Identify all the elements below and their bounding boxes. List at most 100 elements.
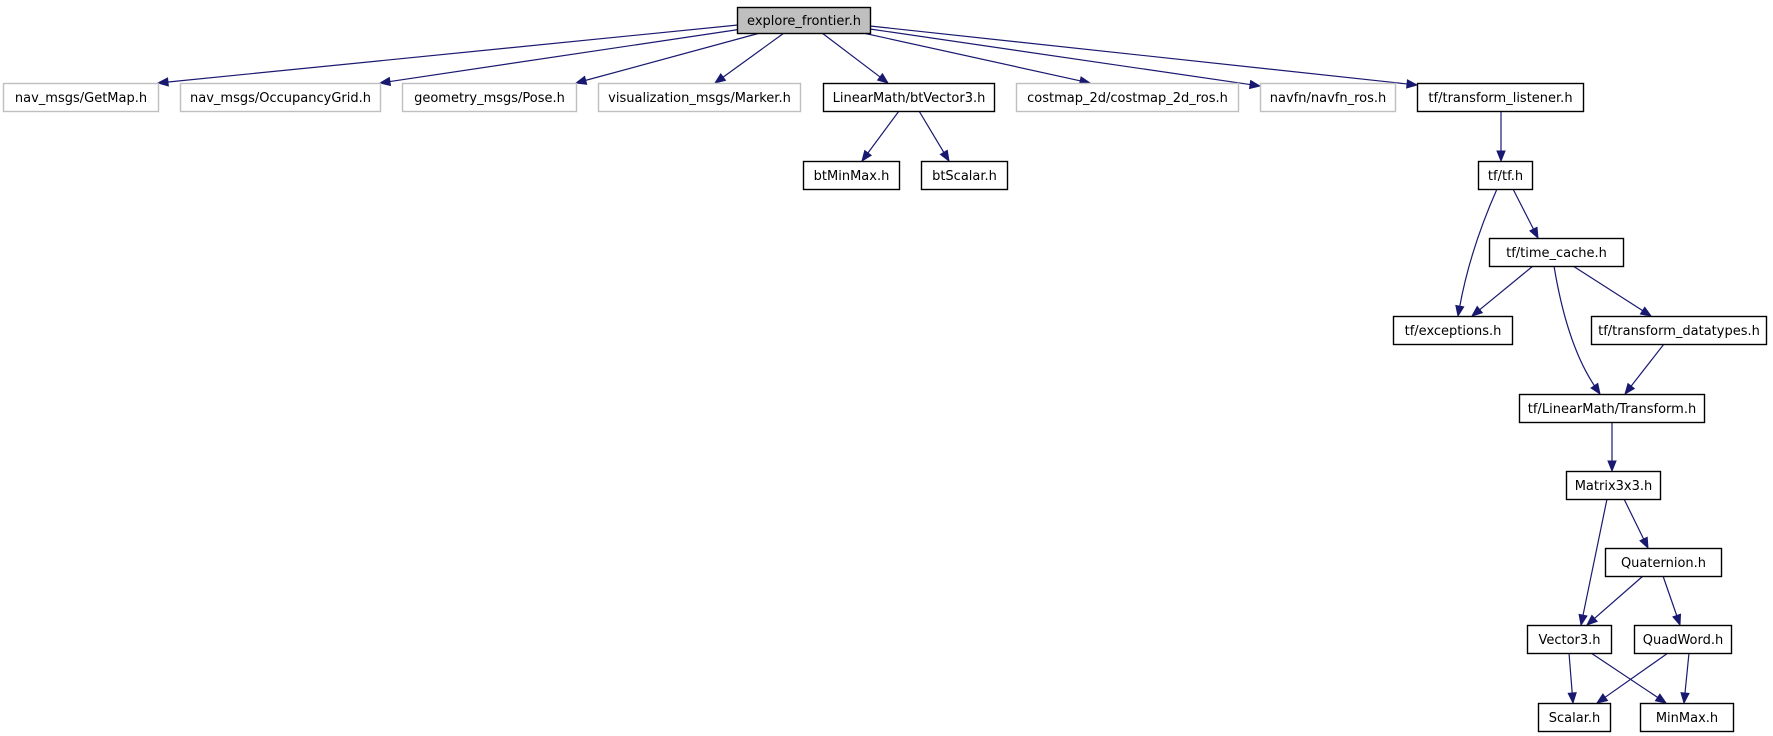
node-getmap: nav_msgs/GetMap.h — [2, 82, 160, 113]
node-box — [1259, 82, 1397, 113]
node-label: Vector3.h — [1538, 633, 1600, 648]
arrowhead-icon — [1406, 79, 1419, 89]
node-box — [1639, 702, 1735, 733]
arrowhead-icon — [1578, 613, 1588, 627]
node-explore-frontier[interactable]: explore_frontier.h — [736, 6, 872, 35]
arrowhead-icon — [156, 77, 169, 87]
edges-layer — [156, 24, 1690, 705]
edge-btvector3-to-btminmax — [861, 110, 900, 163]
arrowhead-icon — [1590, 382, 1601, 396]
node-label: nav_msgs/GetMap.h — [15, 91, 147, 106]
node-timecache[interactable]: tf/time_cache.h — [1488, 237, 1625, 268]
node-label: explore_frontier.h — [747, 14, 861, 29]
arrowhead-icon — [1248, 79, 1262, 90]
arrowhead-icon — [378, 76, 392, 87]
node-quaternion[interactable]: Quaternion.h — [1604, 547, 1723, 578]
edge-line — [721, 32, 785, 79]
edge-line — [1590, 652, 1659, 699]
node-box — [1537, 702, 1612, 733]
edge-line — [1604, 652, 1669, 699]
node-box — [1488, 237, 1625, 268]
edge-tf-to-timecache — [1512, 188, 1539, 240]
edge-tf-to-exceptions — [1455, 188, 1498, 318]
edge-explore_frontier-to-getmap — [156, 24, 739, 87]
edge-vector3-to-scalar — [1567, 652, 1577, 705]
arrowhead-icon — [1654, 693, 1668, 704]
node-scalar[interactable]: Scalar.h — [1537, 702, 1612, 733]
edge-line — [1630, 343, 1665, 388]
arrowhead-icon — [1470, 305, 1484, 317]
arrowhead-icon — [1567, 692, 1577, 705]
node-label: tf/time_cache.h — [1506, 246, 1607, 261]
edge-quaternion-to-vector3 — [1585, 575, 1644, 626]
node-btvector3[interactable]: LinearMath/btVector3.h — [822, 82, 996, 113]
node-box — [597, 82, 802, 113]
arrowhead-icon — [1639, 306, 1653, 317]
node-occgrid: nav_msgs/OccupancyGrid.h — [179, 82, 382, 113]
edge-explore_frontier-to-btvector3 — [821, 32, 890, 84]
edge-line — [1459, 188, 1498, 308]
edge-line — [1684, 652, 1690, 695]
node-minmax[interactable]: MinMax.h — [1639, 702, 1735, 733]
node-costmap: costmap_2d/costmap_2d_ros.h — [1015, 82, 1240, 113]
arrowhead-icon — [876, 72, 890, 84]
edge-line — [1478, 265, 1534, 311]
node-box — [802, 160, 901, 191]
node-label: visualization_msgs/Marker.h — [608, 91, 791, 106]
edge-line — [1572, 265, 1644, 312]
node-tf[interactable]: tf/tf.h — [1477, 160, 1534, 191]
node-pose: geometry_msgs/Pose.h — [401, 82, 578, 113]
node-box — [1565, 470, 1662, 501]
edge-line — [821, 32, 882, 79]
edge-transform-to-matrix — [1607, 422, 1617, 473]
node-label: Scalar.h — [1549, 711, 1600, 726]
node-transform[interactable]: tf/LinearMath/Transform.h — [1518, 393, 1706, 424]
node-label: tf/LinearMath/Transform.h — [1528, 402, 1696, 417]
node-label: QuadWord.h — [1643, 633, 1723, 648]
node-label: btMinMax.h — [814, 169, 890, 184]
node-btminmax[interactable]: btMinMax.h — [802, 160, 901, 191]
arrowhead-icon — [574, 75, 588, 85]
edge-line — [866, 110, 900, 155]
node-btscalar[interactable]: btScalar.h — [920, 160, 1009, 191]
node-tflistener[interactable]: tf/transform_listener.h — [1416, 82, 1585, 113]
arrowhead-icon — [1585, 614, 1599, 626]
node-vector3[interactable]: Vector3.h — [1526, 624, 1613, 655]
node-label: costmap_2d/costmap_2d_ros.h — [1027, 91, 1228, 106]
node-label: tf/tf.h — [1488, 169, 1523, 184]
node-label: LinearMath/btVector3.h — [833, 91, 986, 106]
edge-line — [1593, 575, 1644, 620]
edge-explore_frontier-to-marker — [713, 32, 785, 84]
node-box — [1604, 547, 1723, 578]
node-box — [1477, 160, 1534, 191]
node-exceptions[interactable]: tf/exceptions.h — [1392, 315, 1514, 346]
edge-timecache-to-datatypes — [1572, 265, 1653, 317]
edge-quadword-to-scalar — [1595, 652, 1669, 704]
edge-line — [1582, 498, 1608, 617]
arrowhead-icon — [1607, 460, 1617, 473]
edge-explore_frontier-to-occgrid — [378, 28, 743, 87]
edge-explore_frontier-to-pose — [574, 32, 761, 85]
arrowhead-icon — [1639, 536, 1649, 550]
node-matrix[interactable]: Matrix3x3.h — [1565, 470, 1662, 501]
arrowhead-icon — [939, 149, 950, 163]
edge-explore_frontier-to-costmap — [862, 32, 1092, 86]
node-box — [1392, 315, 1514, 346]
node-label: navfn/navfn_ros.h — [1270, 91, 1386, 106]
node-label: tf/transform_listener.h — [1428, 91, 1572, 106]
edge-quaternion-to-quadword — [1662, 575, 1682, 627]
node-datatypes[interactable]: tf/transform_datatypes.h — [1590, 315, 1768, 346]
node-box — [1015, 82, 1240, 113]
edge-line — [1662, 575, 1678, 617]
arrowhead-icon — [861, 149, 873, 163]
node-box — [736, 6, 872, 35]
node-quadword[interactable]: QuadWord.h — [1633, 624, 1733, 655]
edge-line — [862, 32, 1082, 82]
edge-line — [918, 110, 945, 154]
edge-line — [388, 28, 743, 83]
edge-quadword-to-minmax — [1680, 652, 1690, 705]
edge-line — [869, 28, 1252, 86]
arrowhead-icon — [1595, 693, 1609, 704]
nodes-layer: explore_frontier.h nav_msgs/GetMap.h nav_m… — [2, 6, 1768, 733]
